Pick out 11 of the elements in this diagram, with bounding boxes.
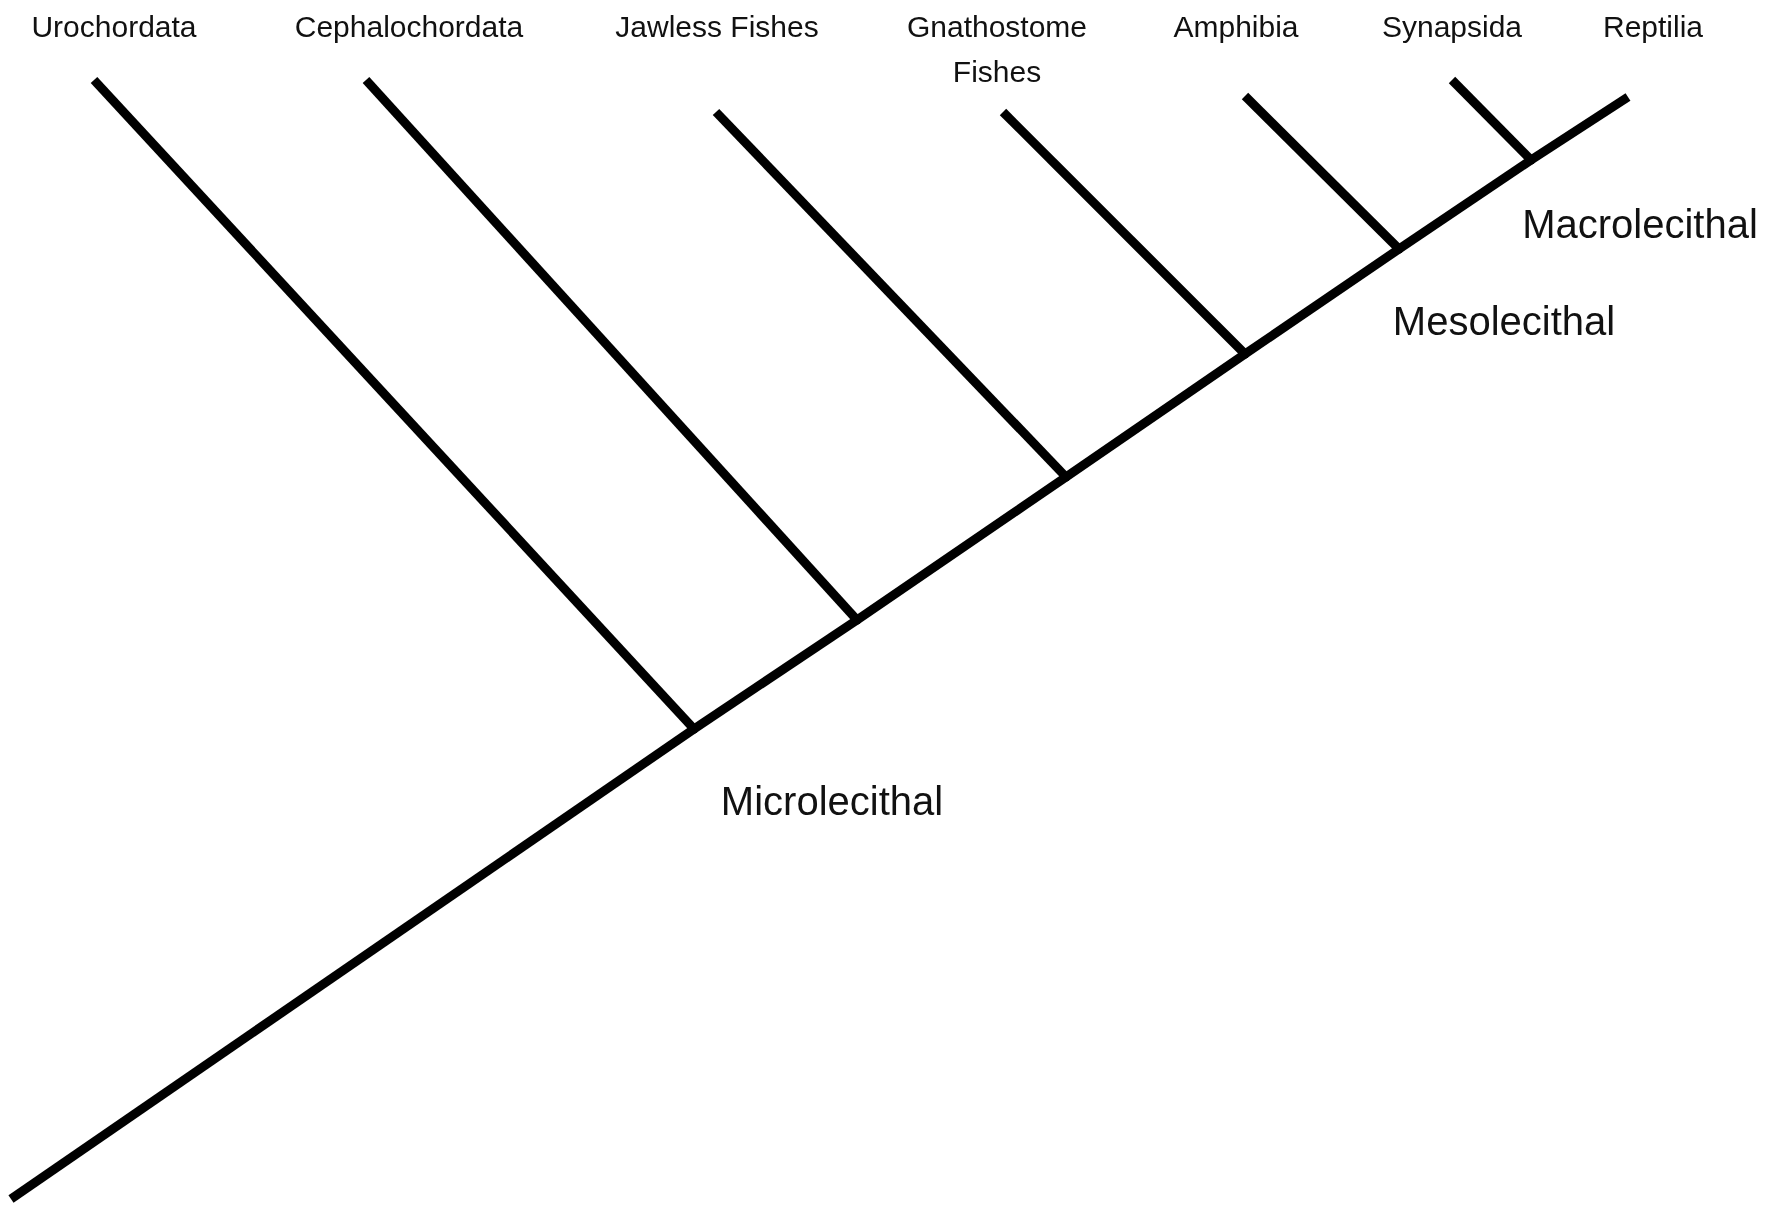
taxon-label: Synapsida [1381, 9, 1523, 45]
taxon-label: Amphibia [1173, 9, 1299, 45]
taxon-label: Gnathostome Fishes [905, 9, 1089, 90]
taxon-label: Cephalochordata [294, 9, 524, 45]
branch-line [1528, 93, 1631, 164]
taxon-label: Urochordata [31, 9, 197, 45]
yolk-type-label: Macrolecithal [1522, 201, 1758, 247]
taxon-label: Reptilia [1602, 9, 1704, 45]
yolk-type-label: Microlecithal [720, 778, 944, 824]
taxon-label: Jawless Fishes [615, 9, 819, 45]
yolk-type-label: Mesolecithal [1392, 298, 1616, 344]
